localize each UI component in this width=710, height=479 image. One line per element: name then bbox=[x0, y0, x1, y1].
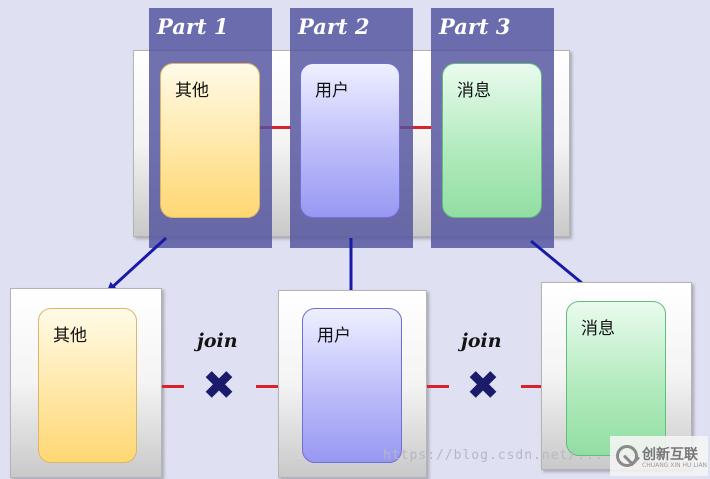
x-mark-icon: ✖ bbox=[202, 363, 236, 409]
part-3-label: Part 3 bbox=[439, 14, 511, 39]
bottom-card-other: 其他 bbox=[38, 308, 137, 463]
top-card-other: 其他 bbox=[160, 63, 260, 218]
bottom-card-message: 消息 bbox=[566, 301, 666, 456]
top-card-user-label: 用户 bbox=[315, 81, 349, 101]
bottom-card-other-label: 其他 bbox=[53, 326, 87, 346]
logo-subtext: CHUANG XIN HU LIAN bbox=[642, 462, 708, 469]
bottom-card-message-label: 消息 bbox=[581, 319, 615, 339]
part-1-label: Part 1 bbox=[157, 14, 229, 39]
logo-icon bbox=[616, 445, 638, 467]
bottom-card-user: 用户 bbox=[302, 308, 402, 463]
top-link-1-2 bbox=[259, 126, 291, 129]
join-2-label: join bbox=[461, 330, 502, 352]
part-2-label: Part 2 bbox=[298, 14, 370, 39]
logo-text: 创新互联 bbox=[642, 447, 698, 463]
top-link-2-3 bbox=[400, 126, 431, 129]
top-card-user: 用户 bbox=[300, 63, 400, 218]
join-1-label: join bbox=[197, 330, 238, 352]
join-1-link-right bbox=[256, 385, 278, 388]
top-card-message: 消息 bbox=[442, 63, 542, 218]
bottom-card-user-label: 用户 bbox=[317, 326, 351, 346]
top-card-message-label: 消息 bbox=[457, 81, 491, 101]
x-mark-icon: ✖ bbox=[466, 363, 500, 409]
watermark-url: https://blog.csdn.net/... bbox=[383, 448, 604, 463]
join-1-link-left bbox=[162, 385, 184, 388]
join-2-link-left bbox=[427, 385, 449, 388]
top-card-other-label: 其他 bbox=[175, 81, 209, 101]
join-2-link-right bbox=[521, 385, 541, 388]
brand-logo: 创新互联 CHUANG XIN HU LIAN bbox=[610, 436, 708, 476]
